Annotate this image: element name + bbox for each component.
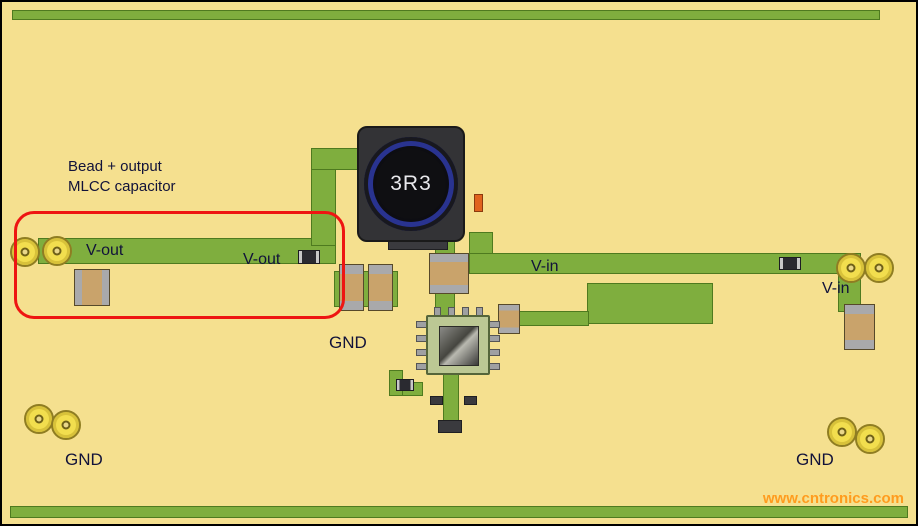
inductor-3r3: 3R3 [357, 126, 465, 242]
label-vout-left: V-out [86, 242, 124, 259]
chip-component-ic-left [396, 379, 414, 391]
pad-hole [20, 247, 30, 257]
component-orange [474, 194, 483, 212]
output-mlcc-capacitor [74, 269, 110, 306]
trace-ic-bottom [443, 372, 459, 424]
ic-pin [489, 363, 500, 370]
callout-line-1: Bead + output [68, 158, 162, 175]
label-gnd-left: GND [65, 450, 103, 469]
via-pad-below-ic [438, 420, 462, 433]
ferrite-bead-vout [298, 250, 320, 264]
pad-hole [874, 263, 884, 273]
pad-hole [61, 420, 71, 430]
watermark: www.cntronics.com [762, 490, 904, 507]
ic-pin [489, 349, 500, 356]
copper-strip-bottom [10, 506, 908, 518]
ferrite-bead-vin [779, 257, 801, 270]
callout-line-2: MLCC capacitor [68, 178, 176, 195]
label-vin-right: V-in [822, 280, 850, 297]
gnd-left-pad-2 [51, 410, 81, 440]
pad-hole [52, 246, 62, 256]
vin-connector-pad-1 [836, 253, 866, 283]
vin-capacitor-right [844, 304, 875, 350]
label-vout-mid: V-out [243, 251, 281, 268]
gnd-right-pad-2 [855, 424, 885, 454]
component-below-ic-2 [464, 396, 477, 405]
inductor-label: 3R3 [390, 172, 432, 195]
capacitor-ic-right [498, 304, 520, 334]
highlight-box-bead-output [14, 211, 345, 319]
label-gnd-right: GND [796, 450, 834, 469]
vout-connector-pad-2 [42, 236, 72, 266]
gnd-left-pad-1 [24, 404, 54, 434]
ic-die [439, 326, 479, 366]
pad-hole [34, 414, 44, 424]
pad-hole [865, 434, 875, 444]
pad-hole [837, 427, 847, 437]
gnd-right-pad-1 [827, 417, 857, 447]
ic-pin [489, 335, 500, 342]
callout-bead-output: Bead + output MLCC capacitor [68, 157, 176, 197]
label-gnd-mid: GND [329, 333, 367, 352]
input-capacitor [429, 253, 469, 294]
trace-vout [38, 238, 336, 264]
copper-pour-vin [587, 283, 713, 324]
trace-vin [469, 253, 861, 274]
vin-connector-pad-2 [864, 253, 894, 283]
component-below-ic-1 [430, 396, 443, 405]
pad-hole [846, 263, 856, 273]
copper-strip-top [12, 10, 880, 20]
inductor-coil: 3R3 [364, 137, 458, 231]
label-vin-mid: V-in [531, 258, 559, 275]
gnd-capacitor-2 [368, 264, 393, 311]
ic-pin [489, 321, 500, 328]
